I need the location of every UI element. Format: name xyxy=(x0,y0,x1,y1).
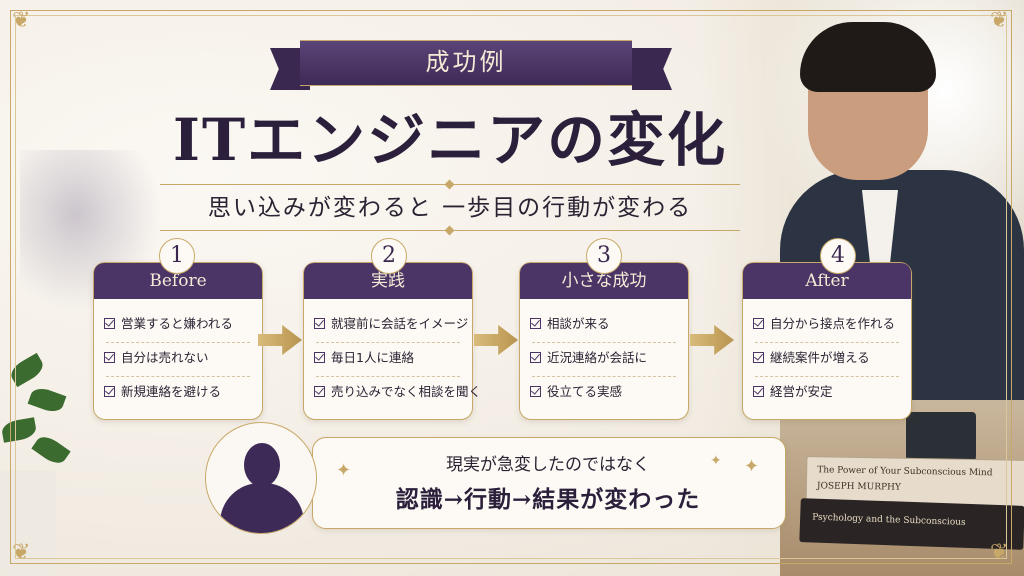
step-item: 役立てる実感 xyxy=(530,381,686,403)
step-title: Before xyxy=(94,263,262,299)
checkbox-icon xyxy=(104,352,115,363)
page-title: ITエンジニアの変化 xyxy=(172,106,728,174)
checkbox-icon xyxy=(530,318,541,329)
conclusion-banner xyxy=(312,437,786,529)
dashed-separator xyxy=(532,376,676,377)
step-item: 新規連絡を避ける xyxy=(104,381,260,403)
sparkle-icon: ✦ xyxy=(744,456,760,477)
dashed-separator xyxy=(106,376,250,377)
step-item: 経営が安定 xyxy=(753,381,909,403)
checkbox-icon xyxy=(104,318,115,329)
step-number: 1 xyxy=(159,238,195,274)
dashed-separator xyxy=(755,342,899,343)
checkbox-icon xyxy=(753,386,764,397)
person-silhouette-icon xyxy=(205,422,317,534)
step-number: 4 xyxy=(820,238,856,274)
dashed-separator xyxy=(316,342,460,343)
checkbox-icon xyxy=(314,386,325,397)
corner-ornament-icon: ❦ xyxy=(12,8,31,33)
checkbox-icon xyxy=(530,386,541,397)
step-item: 毎日1人に連絡 xyxy=(314,347,470,369)
silhouette-head xyxy=(244,443,280,487)
subtitle: 思い込みが変わると 一歩目の行動が変わる xyxy=(207,195,693,221)
checkbox-icon xyxy=(314,352,325,363)
step-item: 就寝前に会話をイメージ xyxy=(314,313,470,335)
gold-frame xyxy=(10,10,1012,564)
step-number: 2 xyxy=(371,238,407,274)
sparkle-icon: ✦ xyxy=(336,460,352,481)
step-item: 自分は売れない xyxy=(104,347,260,369)
step-item: 自分から接点を作れる xyxy=(753,313,909,335)
checkbox-icon xyxy=(753,352,764,363)
step-item: 営業すると嫌われる xyxy=(104,313,260,335)
dashed-separator xyxy=(532,342,676,343)
dashed-separator xyxy=(316,376,460,377)
step-item: 相談が来る xyxy=(530,313,686,335)
conclusion-line-1: 現実が急変したのではなく xyxy=(446,455,650,475)
gold-frame-inner xyxy=(15,15,1007,559)
corner-ornament-icon: ❦ xyxy=(12,540,31,565)
corner-ornament-icon: ❦ xyxy=(990,540,1009,565)
checkbox-icon xyxy=(104,386,115,397)
checkbox-icon xyxy=(530,352,541,363)
step-card-small-success: 小さな成功 相談が来る 近況連絡が会話に 役立てる実感 xyxy=(519,262,689,420)
step-item: 継続案件が増える xyxy=(753,347,909,369)
silhouette-body xyxy=(220,483,304,533)
step-card-before: Before 営業すると嫌われる 自分は売れない 新規連絡を避ける xyxy=(93,262,263,420)
dashed-separator xyxy=(106,342,250,343)
sparkle-icon: ✦ xyxy=(710,453,722,469)
ribbon-label: 成功例 xyxy=(425,48,507,76)
checkbox-icon xyxy=(314,318,325,329)
corner-ornament-icon: ❦ xyxy=(990,8,1009,33)
checkbox-icon xyxy=(753,318,764,329)
step-item: 売り込みでなく相談を聞く xyxy=(314,381,481,403)
step-card-practice: 実践 就寝前に会話をイメージ 毎日1人に連絡 売り込みでなく相談を聞く xyxy=(303,262,481,420)
step-item: 近況連絡が会話に xyxy=(530,347,686,369)
ribbon-banner xyxy=(300,40,632,86)
step-card-after: After 自分から接点を作れる 継続案件が増える 経営が安定 xyxy=(742,262,912,420)
man-hair xyxy=(800,22,936,92)
dashed-separator xyxy=(755,376,899,377)
conclusion-line-2: 認識→行動→結果が変わった xyxy=(395,486,701,513)
step-number: 3 xyxy=(586,238,622,274)
